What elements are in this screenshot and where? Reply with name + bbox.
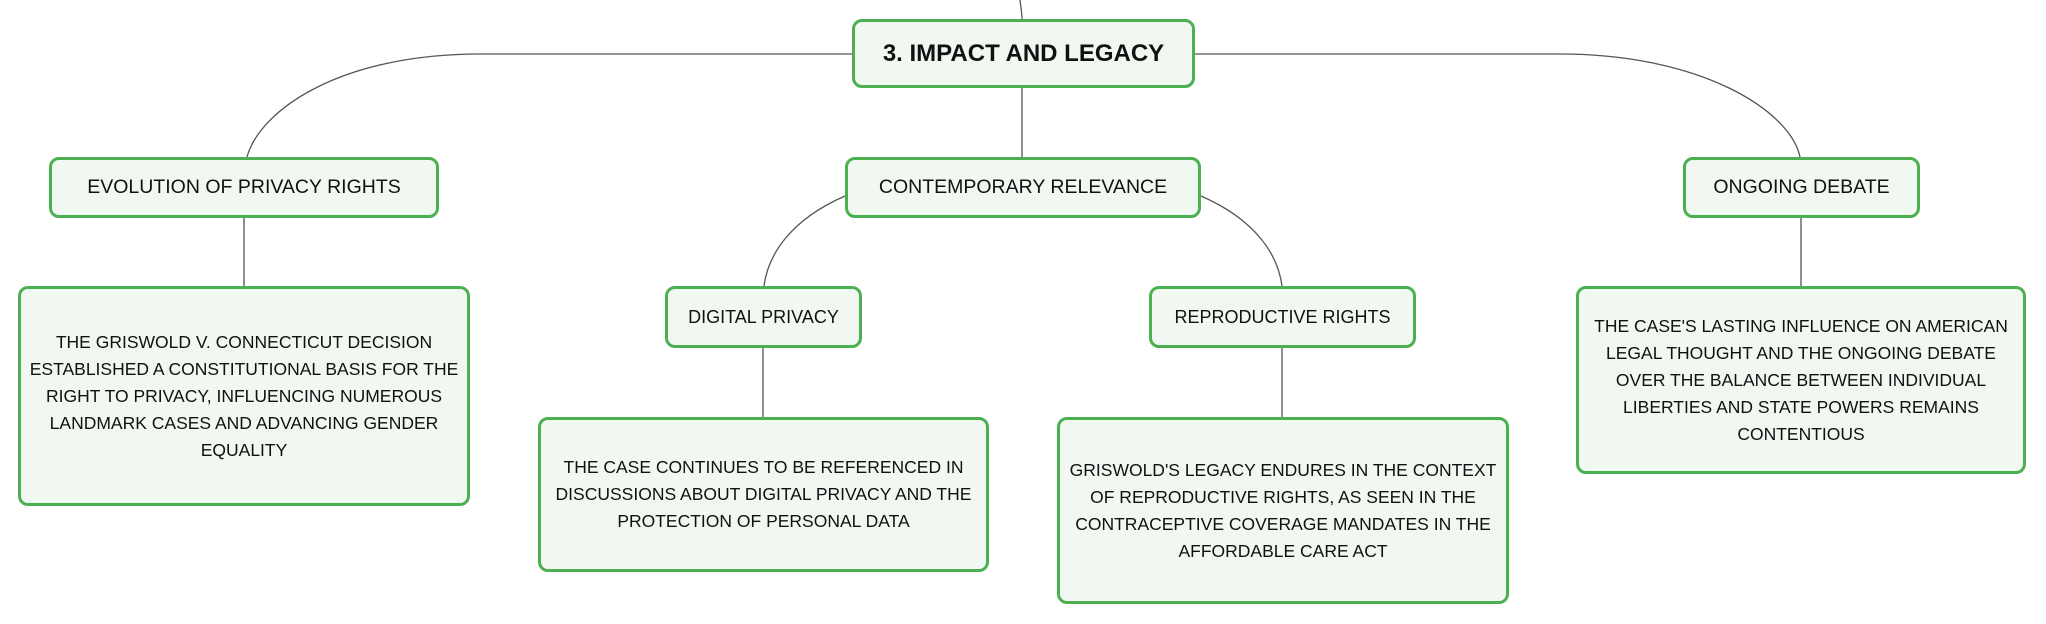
detail-ongoing-debate[interactable]: THE CASE'S LASTING INFLUENCE ON AMERICAN…: [1576, 286, 2026, 474]
detail-text: THE CASE CONTINUES TO BE REFERENCED IN D…: [555, 457, 972, 531]
topic-label: EVOLUTION OF PRIVACY RIGHTS: [87, 176, 401, 198]
connector-contemporary-digital: [763, 195, 846, 287]
detail-text: THE GRISWOLD V. CONNECTICUT DECISION EST…: [29, 331, 459, 460]
subtopic-label: REPRODUCTIVE RIGHTS: [1174, 306, 1391, 327]
detail-evolution-of-privacy-rights[interactable]: THE GRISWOLD V. CONNECTICUT DECISION EST…: [18, 286, 470, 506]
root-topic-node[interactable]: 3. IMPACT AND LEGACY: [852, 19, 1195, 88]
topic-evolution-of-privacy-rights[interactable]: EVOLUTION OF PRIVACY RIGHTS: [49, 157, 439, 218]
subtopic-label: DIGITAL PRIVACY: [688, 306, 839, 327]
connector-contemporary-reproductive: [1200, 195, 1283, 287]
connector-root-debate: [1195, 53, 1801, 158]
topic-label: ONGOING DEBATE: [1713, 176, 1890, 198]
subtopic-digital-privacy[interactable]: DIGITAL PRIVACY: [665, 286, 862, 348]
topic-ongoing-debate[interactable]: ONGOING DEBATE: [1683, 157, 1920, 218]
connector-root-evolution: [246, 53, 852, 158]
detail-text: THE CASE'S LASTING INFLUENCE ON AMERICAN…: [1594, 315, 2008, 444]
connector-root-parent: [1019, 0, 1023, 20]
detail-digital-privacy[interactable]: THE CASE CONTINUES TO BE REFERENCED IN D…: [538, 417, 989, 572]
root-topic-label: 3. IMPACT AND LEGACY: [882, 39, 1165, 67]
subtopic-reproductive-rights[interactable]: REPRODUCTIVE RIGHTS: [1149, 286, 1416, 348]
detail-reproductive-rights[interactable]: GRISWOLD'S LEGACY ENDURES IN THE CONTEXT…: [1057, 417, 1509, 604]
topic-label: CONTEMPORARY RELEVANCE: [878, 176, 1168, 198]
topic-contemporary-relevance[interactable]: CONTEMPORARY RELEVANCE: [845, 157, 1201, 218]
detail-text: GRISWOLD'S LEGACY ENDURES IN THE CONTEXT…: [1069, 459, 1497, 561]
